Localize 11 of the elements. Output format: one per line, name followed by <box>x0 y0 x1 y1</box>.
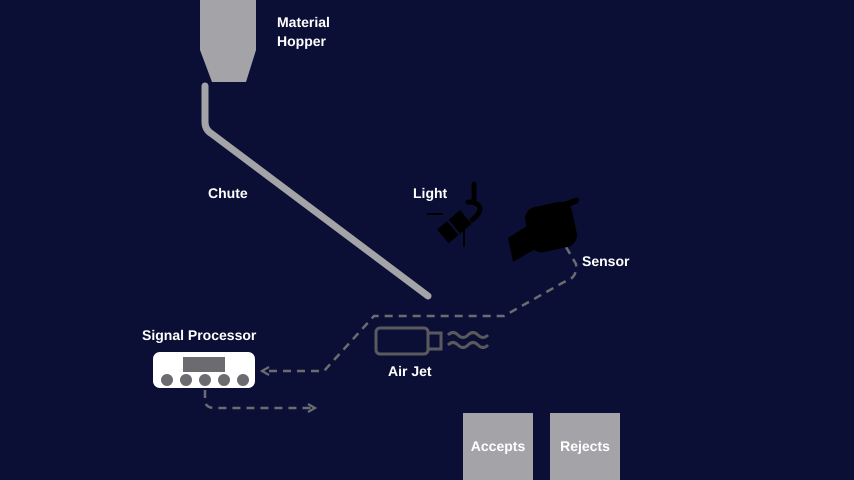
node-label: Accepts <box>470 437 526 456</box>
node-label: Rejects <box>560 437 610 456</box>
node-label: Chute <box>208 184 248 203</box>
node-label: Air Jet <box>388 362 432 381</box>
node-label: Light <box>413 184 448 203</box>
node-label: Signal Processor <box>142 326 256 345</box>
node-label: Material Hopper <box>277 13 331 51</box>
collection-bin <box>463 413 533 480</box>
node-label: Sensor <box>582 252 630 271</box>
collection-bin <box>550 413 620 480</box>
signal-arrow <box>260 246 578 376</box>
